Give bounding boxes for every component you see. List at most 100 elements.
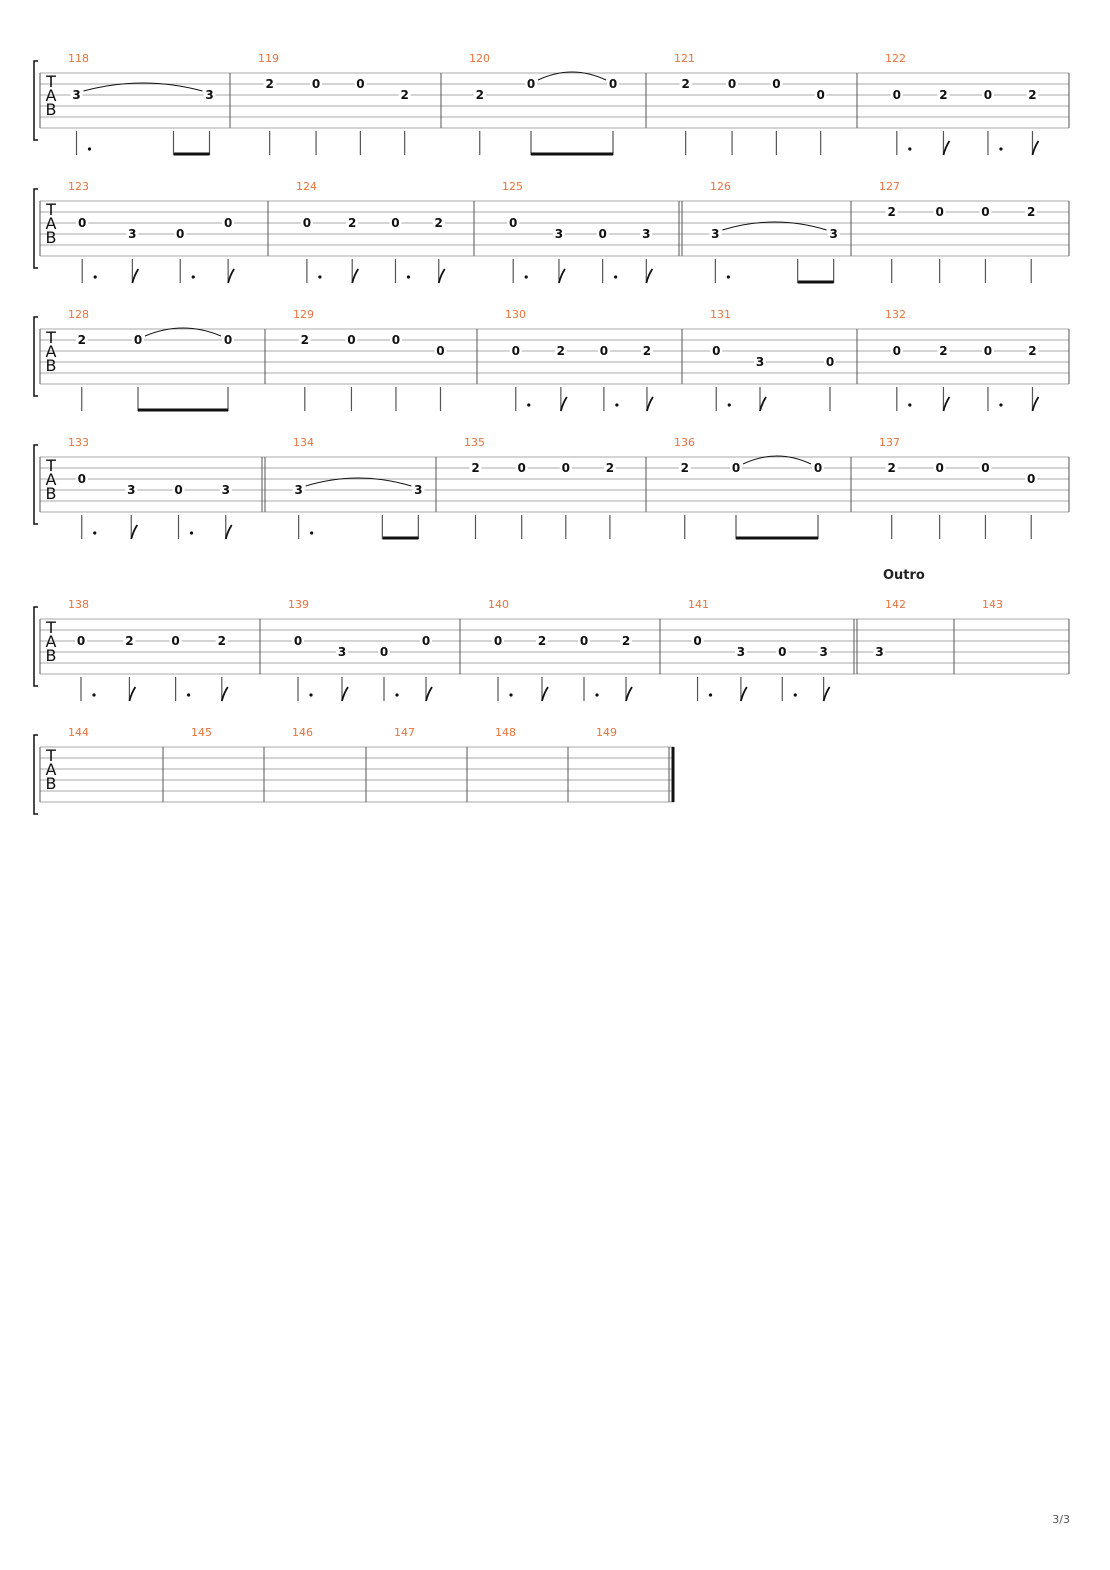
tab-clef-letter: A [46,86,57,105]
tab-clef-letter: B [46,484,57,503]
fret-number: 0 [356,77,364,91]
fret-mask [873,645,886,659]
dot [309,693,313,697]
note-flag [759,396,767,412]
fret-number: 0 [494,634,502,648]
system-bracket [33,606,38,687]
measure-number: 144 [68,726,89,739]
measure: 149 [596,726,675,802]
dot [908,147,912,151]
fret-mask [596,227,609,241]
fret-mask [770,77,783,91]
system-bracket [33,734,38,815]
fret-number: 0 [171,634,179,648]
measure-number: 134 [293,436,314,449]
fret-mask [754,355,766,369]
measure-number: 118 [68,52,89,65]
fret-mask [979,205,992,219]
fret-number: 2 [78,333,86,347]
tie [722,221,827,231]
fret-number: 0 [981,461,989,475]
measure-number: 129 [293,308,314,321]
note-flag [942,140,951,156]
fret-number: 0 [826,355,834,369]
measure-number: 125 [502,180,523,193]
fret-mask [937,344,950,358]
fret-number: 0 [981,205,989,219]
fret-mask [412,483,425,497]
fret-number: 2 [265,77,273,91]
fret-mask [1026,88,1039,102]
fret-mask [554,344,567,358]
fret-mask [219,483,232,497]
measure-number: 119 [258,52,279,65]
measure-number: 128 [68,308,89,321]
system-bracket [33,60,38,141]
fret-number: 0 [303,216,311,230]
fret-number: 0 [693,634,701,648]
fret-number: 2 [681,77,689,91]
fret-mask [345,333,358,347]
fret-number: 0 [294,634,302,648]
fret-mask [354,77,367,91]
dot [191,275,195,279]
fret-number: 3 [711,227,719,241]
note-flag [351,268,359,284]
tab-clef-letter: B [46,646,57,665]
measure-number: 122 [885,52,906,65]
fret-mask [492,634,504,648]
fret-mask [597,344,610,358]
fret-mask [310,77,323,91]
fret-number: 3 [338,645,346,659]
measure-number: 120 [469,52,490,65]
fret-number: 2 [939,88,947,102]
fret-number: 2 [538,634,546,648]
measure-number: 132 [885,308,906,321]
note-flag [437,268,446,284]
note-flag [224,524,233,540]
fret-mask [559,461,572,475]
note-flag [227,268,235,284]
fret-number: 0 [728,77,736,91]
fret-mask [734,645,747,659]
measure: 143 [982,598,1070,674]
fret-mask [473,88,486,102]
fret-mask [222,216,235,230]
fret-mask [346,216,359,230]
fret-mask [814,88,827,102]
tab-clef-letter: T [45,456,56,475]
fret-mask [979,461,992,475]
measure-number: 148 [495,726,516,739]
fret-mask [70,88,83,102]
note-flag [646,396,654,412]
fret-mask [1025,472,1038,486]
measure-number: 140 [488,598,509,611]
measure-number: 136 [674,436,695,449]
measure-number: 127 [879,180,900,193]
fret-number: 2 [125,634,133,648]
fret-mask [890,88,903,102]
measure-number: 131 [710,308,731,321]
measure-number: 126 [710,180,731,193]
fret-number: 0 [712,344,720,358]
fret-mask [981,88,994,102]
fret-mask [126,227,139,241]
tab-clef-letter: B [46,228,57,247]
fret-mask [469,461,482,475]
fret-mask [1025,205,1038,219]
dot [395,693,399,697]
fret-mask [75,472,88,486]
note-flag [541,686,549,702]
fret-mask [378,645,390,659]
